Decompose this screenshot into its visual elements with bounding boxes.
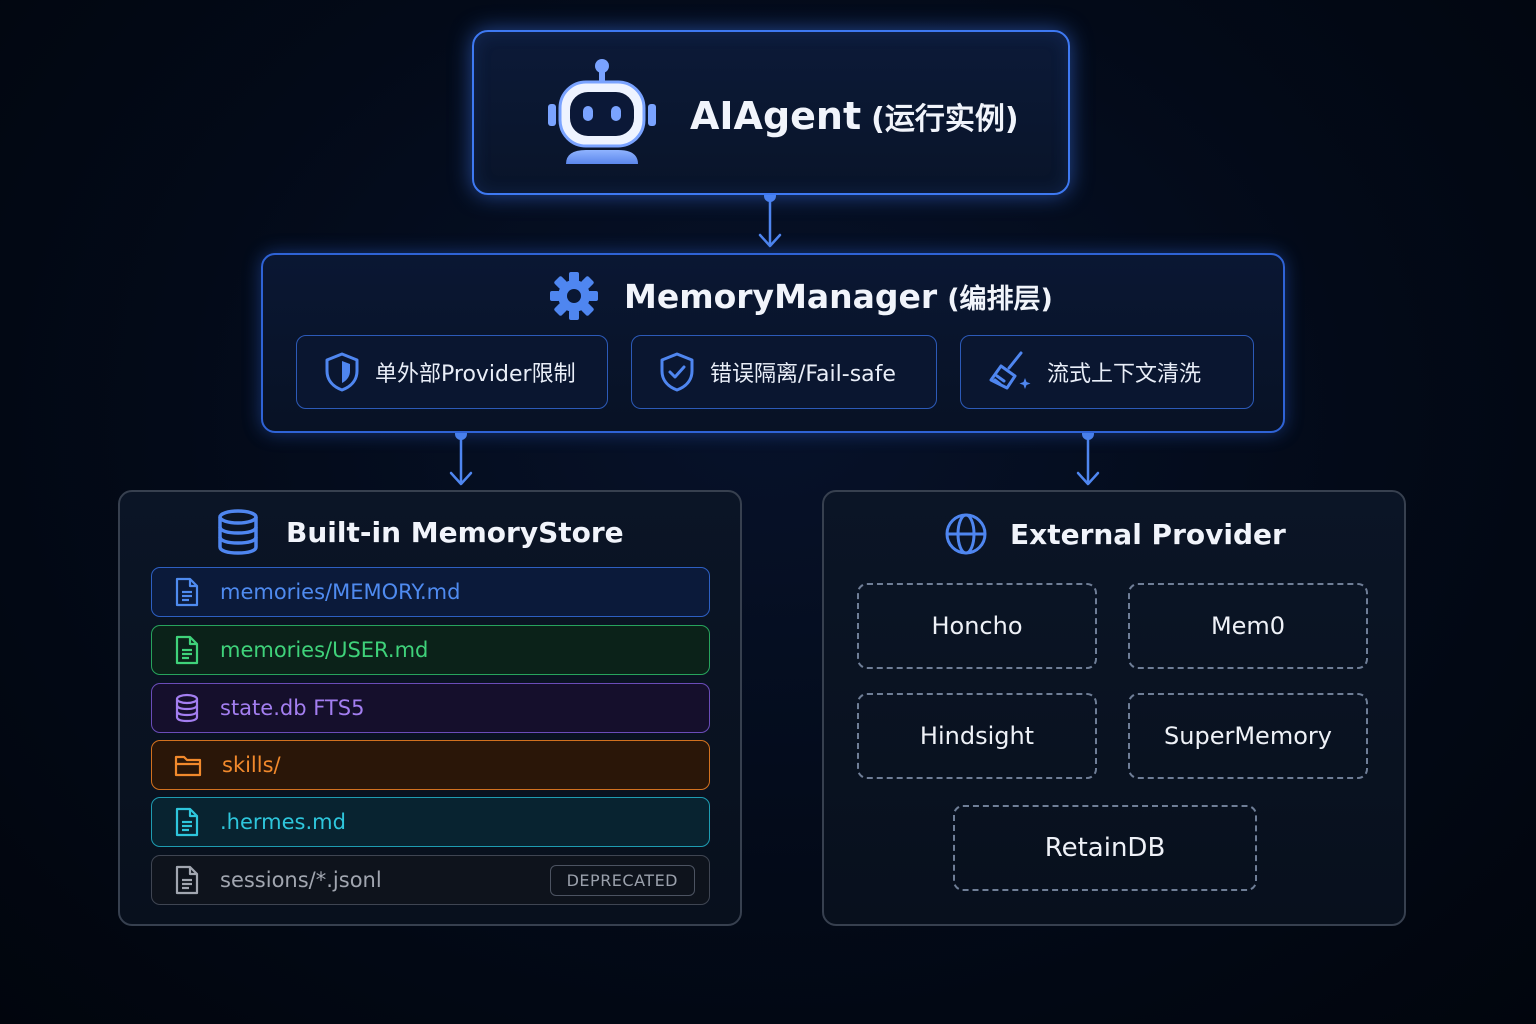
store-item-label: state.db FTS5 (220, 696, 365, 720)
file-icon (174, 865, 200, 895)
store-item-label: memories/USER.md (220, 638, 429, 662)
shield-icon (323, 351, 361, 393)
file-icon (174, 577, 200, 607)
provider-supermemory[interactable]: SuperMemory (1128, 693, 1368, 779)
store-item-label: .hermes.md (220, 810, 346, 834)
deprecated-badge: DEPRECATED (549, 864, 695, 896)
store-item-skills[interactable]: skills/ (151, 740, 710, 790)
store-item-label: sessions/*.jsonl (220, 868, 382, 892)
provider-hindsight[interactable]: Hindsight (857, 693, 1097, 779)
database-icon (174, 693, 200, 723)
external-title: External Provider (1010, 517, 1286, 551)
agent-subtitle: (运行实例) (871, 102, 1019, 137)
manager-title: MemoryManager (编排层) (624, 270, 1053, 322)
file-icon (174, 635, 200, 665)
store-item-sessions[interactable]: sessions/*.jsonl DEPRECATED (151, 855, 710, 905)
feature-label: 单外部Provider限制 (375, 362, 576, 387)
store-item-statedb[interactable]: state.db FTS5 (151, 683, 710, 733)
store-item-user[interactable]: memories/USER.md (151, 625, 710, 675)
provider-honcho[interactable]: Honcho (857, 583, 1097, 669)
feature-label: 流式上下文清洗 (1047, 362, 1202, 387)
feature-stream-cleanse: 流式上下文清洗 (960, 335, 1254, 409)
gear-icon (548, 270, 600, 322)
builtin-title: Built-in MemoryStore (286, 515, 624, 549)
provider-retaindb[interactable]: RetainDB (953, 805, 1257, 891)
database-icon (216, 508, 260, 556)
store-item-label: skills/ (222, 753, 281, 777)
globe-icon (944, 512, 988, 556)
feature-single-provider: 单外部Provider限制 (296, 335, 608, 409)
store-item-hermes[interactable]: .hermes.md (151, 797, 710, 847)
external-panel (822, 490, 1406, 926)
feature-label: 错误隔离/Fail-safe (710, 362, 896, 387)
feature-fail-safe: 错误隔离/Fail-safe (631, 335, 937, 409)
store-item-label: memories/MEMORY.md (220, 580, 461, 604)
store-item-memory[interactable]: memories/MEMORY.md (151, 567, 710, 617)
agent-name: AIAgent (690, 94, 862, 138)
provider-mem0[interactable]: Mem0 (1128, 583, 1368, 669)
robot-icon (546, 58, 658, 166)
manager-name: MemoryManager (624, 276, 938, 316)
file-icon (174, 807, 200, 837)
shield-check-icon (658, 351, 696, 393)
manager-subtitle: (编排层) (947, 283, 1053, 315)
folder-icon (174, 752, 202, 778)
broom-icon (987, 350, 1033, 394)
agent-title: AIAgent (运行实例) (690, 86, 1019, 146)
